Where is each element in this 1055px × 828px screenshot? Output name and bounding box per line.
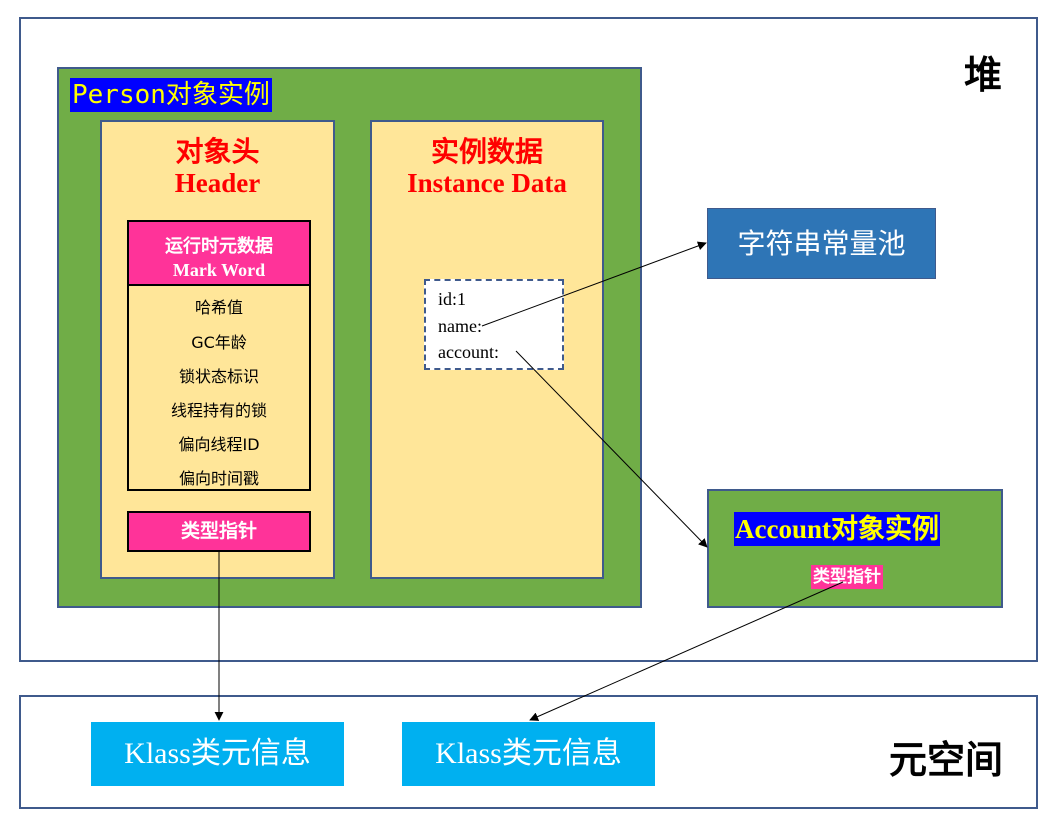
mark-word-title-en: Mark Word xyxy=(172,260,266,280)
instance-data-section xyxy=(370,120,604,579)
mark-word-item: 锁状态标识 xyxy=(178,367,259,386)
mark-word-item: 偏向线程ID xyxy=(178,435,260,454)
field-account: account: xyxy=(438,342,499,362)
mark-word-box: 运行时元数据 Mark Word 哈希值 GC年龄 锁状态标识 线程持有的锁 偏… xyxy=(127,220,311,491)
header-title-en: Header xyxy=(174,168,261,198)
instance-fields-box: id:1 name: account: xyxy=(424,279,564,370)
string-constant-pool: 字符串常量池 xyxy=(707,208,936,279)
heap-region xyxy=(19,17,1038,662)
person-object-title: Person对象实例 xyxy=(70,78,272,112)
metaspace-region xyxy=(19,695,1038,809)
person-type-pointer: 类型指针 xyxy=(127,511,311,552)
arrow-name-to-string-pool xyxy=(481,241,707,327)
instance-title-en: Instance Data xyxy=(407,168,567,198)
klass-metadata-person: Klass类元信息 xyxy=(91,722,344,786)
arrow-account-to-account-object xyxy=(515,350,708,548)
klass-metadata-account: Klass类元信息 xyxy=(402,722,655,786)
mark-word-header: 运行时元数据 Mark Word xyxy=(129,222,309,286)
field-id: id:1 xyxy=(438,289,467,309)
mark-word-item: 线程持有的锁 xyxy=(170,401,267,420)
heap-label: 堆 xyxy=(964,53,1003,97)
mark-word-item: GC年龄 xyxy=(191,333,247,352)
arrow-account-pointer-to-klass xyxy=(529,581,844,721)
account-object-title: Account对象实例 xyxy=(734,512,940,546)
metaspace-label: 元空间 xyxy=(889,738,1004,782)
field-name: name: xyxy=(438,316,482,336)
mark-word-item: 哈希值 xyxy=(194,298,243,317)
header-title-cn: 对象头 xyxy=(175,137,260,168)
mark-word-item: 偏向时间戳 xyxy=(178,469,259,488)
account-type-pointer: 类型指针 xyxy=(811,565,883,589)
mark-word-title-cn: 运行时元数据 xyxy=(165,236,273,256)
instance-title-cn: 实例数据 xyxy=(430,137,543,168)
